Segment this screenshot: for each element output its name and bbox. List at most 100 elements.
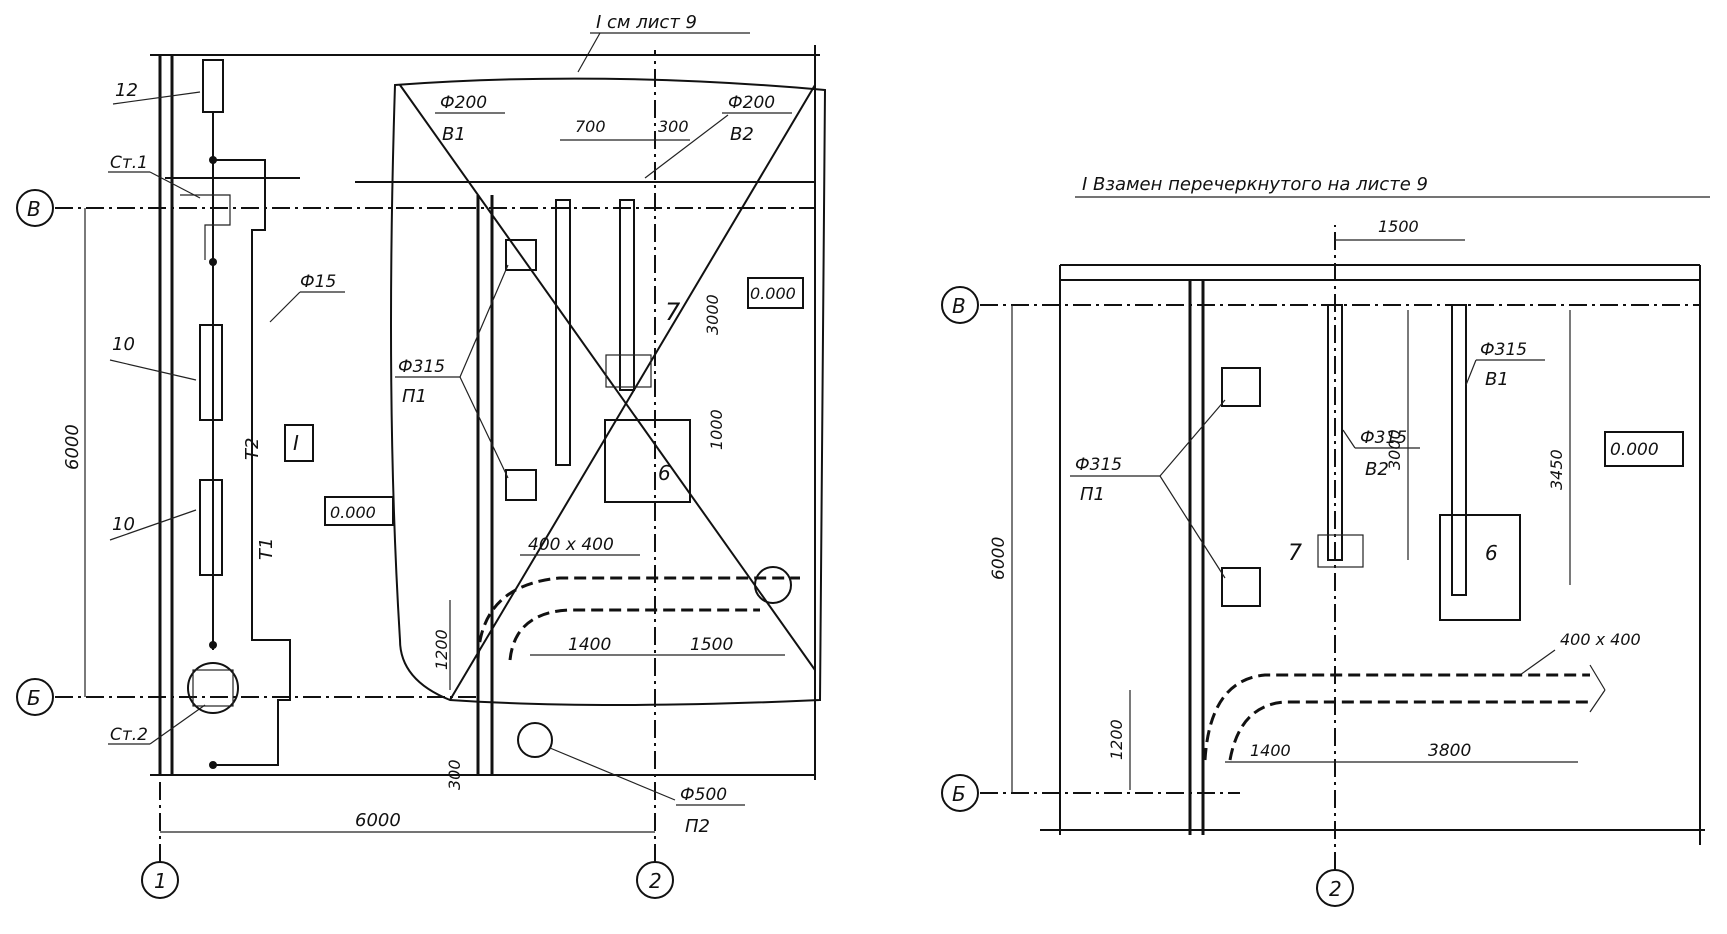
cross-line-2: [449, 84, 816, 701]
room-marker-box: [284, 424, 314, 462]
r-dim-3800: 3800: [1428, 741, 1471, 761]
code-v2-left: В2: [730, 124, 754, 145]
equipment-10b: [199, 479, 223, 576]
r-p1-leader-bottom: [1159, 475, 1226, 579]
item-6-left: 6: [658, 461, 671, 485]
dim-d200-right: Ф200: [728, 93, 775, 113]
axis-label-b: Б: [27, 686, 41, 710]
dim-6000-vertical: 6000: [62, 424, 83, 470]
unit-6-box: [604, 419, 691, 503]
right-plan-title: I Взамен перечеркнутого на листе 9: [1082, 174, 1428, 195]
dim-1400-left: 1400: [568, 635, 611, 655]
r-level-box: [1604, 431, 1684, 467]
level-mark-1: 0.000: [330, 503, 376, 522]
riser-v2: [619, 199, 635, 391]
r-item-6: 6: [1485, 541, 1498, 565]
code-st1: Ст.1: [110, 153, 148, 173]
r-code-p1: П1: [1080, 484, 1105, 505]
dim-3000-left: 3000: [703, 294, 722, 335]
r-riser-v1: [1451, 304, 1467, 596]
level-box-2: [747, 277, 804, 309]
r-dim-6000: 6000: [989, 537, 1009, 580]
r-d315-v1-leader: [1465, 359, 1477, 386]
r-riser-v2: [1327, 304, 1343, 561]
r-d315-v2-leader: [1342, 429, 1356, 449]
code-st2: Ст.2: [110, 725, 148, 745]
pump-frame: [192, 669, 234, 707]
r-code-v2: В2: [1365, 459, 1389, 480]
axis-label-2: 2: [649, 869, 662, 893]
level-box-1: [324, 496, 394, 526]
r-dim-3450: 3450: [1547, 449, 1566, 490]
axis-marker-b: [16, 678, 54, 716]
r-dim-1200: 1200: [1107, 719, 1126, 760]
crossed-area-outline: [390, 77, 827, 706]
dim-1500-left: 1500: [690, 635, 733, 655]
st1-leader: [149, 171, 201, 199]
duct-route-inner: [508, 608, 760, 661]
st2-leader: [149, 704, 206, 745]
dim-300-bottom: 300: [445, 759, 464, 790]
cross-line-1: [399, 84, 816, 671]
dim-1000: 1000: [707, 409, 726, 450]
r-level-mark: 0.000: [1610, 440, 1659, 460]
code-t1: Т1: [256, 538, 277, 560]
room-label: I: [293, 431, 299, 455]
item-10b: 10: [112, 514, 135, 535]
d500-leader: [549, 747, 676, 801]
item-10a: 10: [112, 334, 135, 355]
r-duct-leader: [1519, 649, 1556, 676]
r-duct-label: 400 х 400: [1560, 630, 1641, 649]
diffuser-right: [754, 566, 792, 604]
grille-p1-bottom: [505, 469, 537, 501]
reference-leader: [577, 32, 601, 73]
equipment-10a: [199, 324, 223, 421]
p1-leader-bottom: [459, 376, 509, 479]
code-t2: Т2: [242, 438, 263, 460]
pump-unit: [187, 662, 239, 714]
code-p2: П2: [685, 816, 710, 837]
level-mark-2: 0.000: [750, 284, 796, 303]
equipment-12: [202, 59, 224, 113]
r-axis-marker-b: [941, 774, 979, 812]
axis-label-v: В: [27, 197, 41, 221]
r-dim-d315-p1: Ф315: [1075, 455, 1122, 475]
left-plan: I см лист 9 В Б 1 2 600: [16, 12, 827, 899]
r-grille-p1-top: [1221, 367, 1261, 407]
leader-10a: [109, 359, 197, 381]
dim-700: 700: [575, 117, 606, 136]
dim-1200-left: 1200: [432, 629, 451, 670]
pipe-node: [209, 641, 217, 649]
r-p1-leader-top: [1159, 399, 1226, 477]
grille-p1-top: [505, 239, 537, 271]
item-7-left: 7: [665, 298, 681, 326]
code-p1-left: П1: [402, 386, 427, 407]
r-item-7: 7: [1288, 541, 1302, 566]
d200-right-leader: [644, 114, 729, 179]
r-dim-1500: 1500: [1378, 217, 1419, 236]
r-axis-label-b: Б: [952, 782, 966, 806]
r-unit-6-box: [1439, 514, 1521, 621]
r-unit-7-box: [1317, 534, 1364, 568]
pipe-t2-loop: [213, 159, 291, 766]
dim-d15: Ф15: [300, 272, 336, 292]
dim-d315-left: Ф315: [398, 357, 445, 377]
diffuser-p2: [517, 722, 553, 758]
right-plan: I Взамен перечеркнутого на листе 9 В Б 2…: [941, 174, 1710, 907]
leader-10b: [109, 509, 197, 541]
pipe-node: [209, 258, 217, 266]
r-code-v1: В1: [1485, 369, 1509, 390]
r-duct-end-2: [1589, 689, 1606, 713]
dim-d200-left: Ф200: [440, 93, 487, 113]
riser-detail: [180, 194, 231, 260]
r-axis-label-v: В: [952, 294, 966, 318]
duct-route: [476, 576, 800, 661]
riser-v1: [555, 199, 571, 466]
r-dim-d315-v1: Ф315: [1480, 340, 1527, 360]
leader-d15: [269, 291, 301, 323]
r-dim-3000: 3000: [1385, 429, 1404, 470]
p1-leader-top: [459, 264, 509, 378]
duct-label-left: 400 х 400: [528, 535, 614, 555]
